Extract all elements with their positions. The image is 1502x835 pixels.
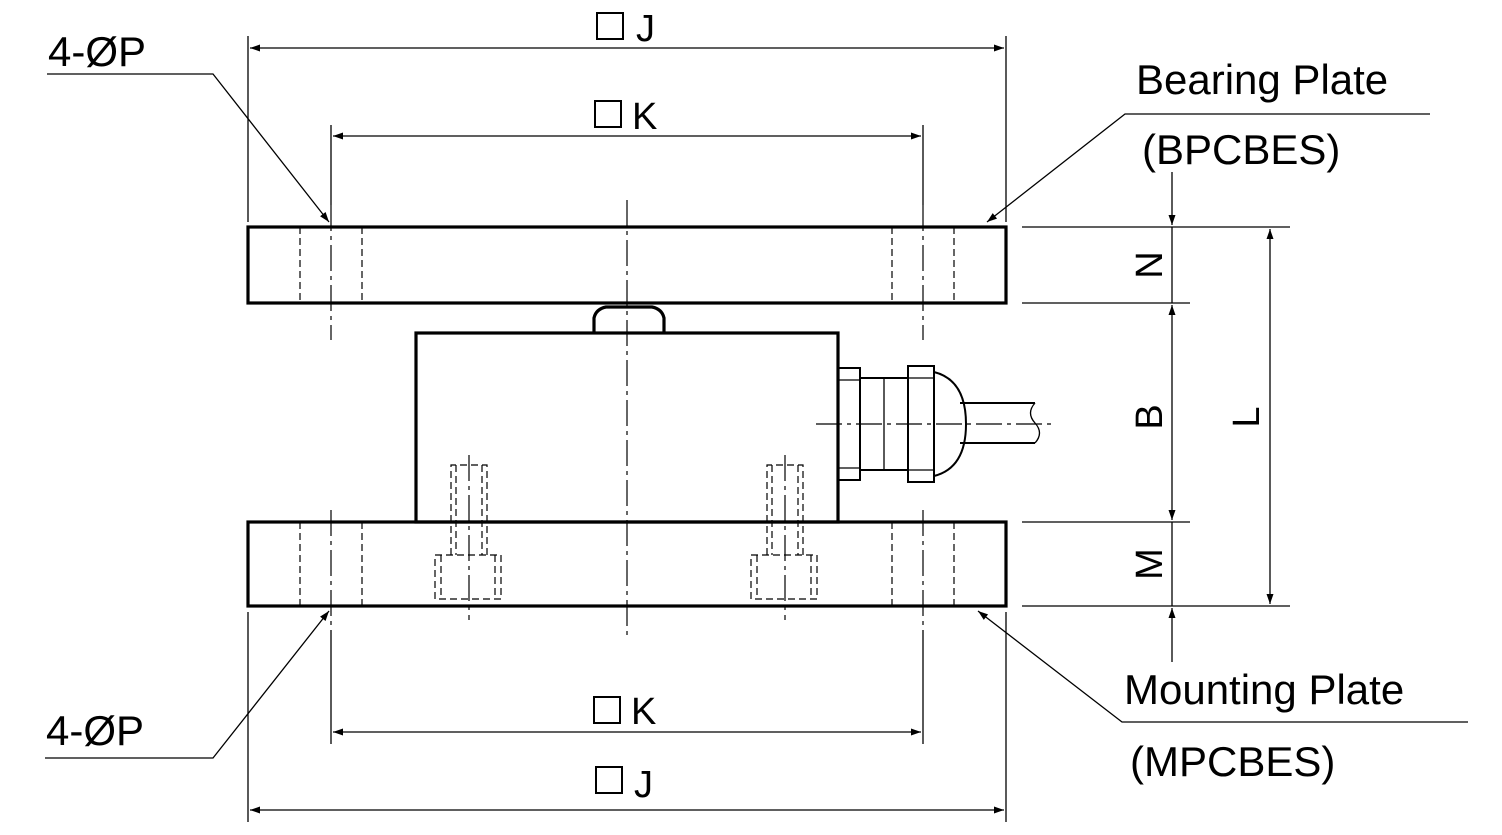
hidden-bolt-right <box>750 464 818 600</box>
center-lines <box>330 200 1055 635</box>
leader-hole-top: 4-ØP <box>47 28 330 223</box>
dimension-j-bottom: J <box>247 612 1007 822</box>
dim-k-bottom-label: K <box>631 691 656 733</box>
bearing-plate-label: Bearing Plate <box>1136 56 1388 103</box>
dim-n-label: N <box>1129 251 1171 278</box>
mounting-plate-code-label: (MPCBES) <box>1130 738 1335 785</box>
hidden-bolt-left <box>434 464 502 600</box>
dimension-k-bottom: K <box>330 630 924 744</box>
leader-hole-bottom: 4-ØP <box>45 610 330 759</box>
dim-l-label: L <box>1226 406 1268 427</box>
dimension-k-top: K <box>330 96 924 205</box>
leader-mounting-plate: Mounting Plate (MPCBES) <box>977 610 1468 785</box>
hole-spec-top-label: 4-ØP <box>48 28 146 75</box>
dim-b-label: B <box>1129 404 1171 429</box>
hole-spec-bottom-label: 4-ØP <box>46 707 144 754</box>
dimension-j-top: J <box>247 8 1007 222</box>
dim-k-top-label: K <box>632 96 657 138</box>
dim-j-top-label: J <box>636 8 655 50</box>
vertical-dimensions: N B M L <box>1022 172 1290 662</box>
dim-m-label: M <box>1129 548 1171 580</box>
mounting-plate-label: Mounting Plate <box>1124 666 1404 713</box>
leader-bearing-plate: Bearing Plate (BPCBES) <box>986 56 1430 223</box>
bearing-plate-code-label: (BPCBES) <box>1142 126 1340 173</box>
dim-j-bottom-label: J <box>634 764 653 806</box>
